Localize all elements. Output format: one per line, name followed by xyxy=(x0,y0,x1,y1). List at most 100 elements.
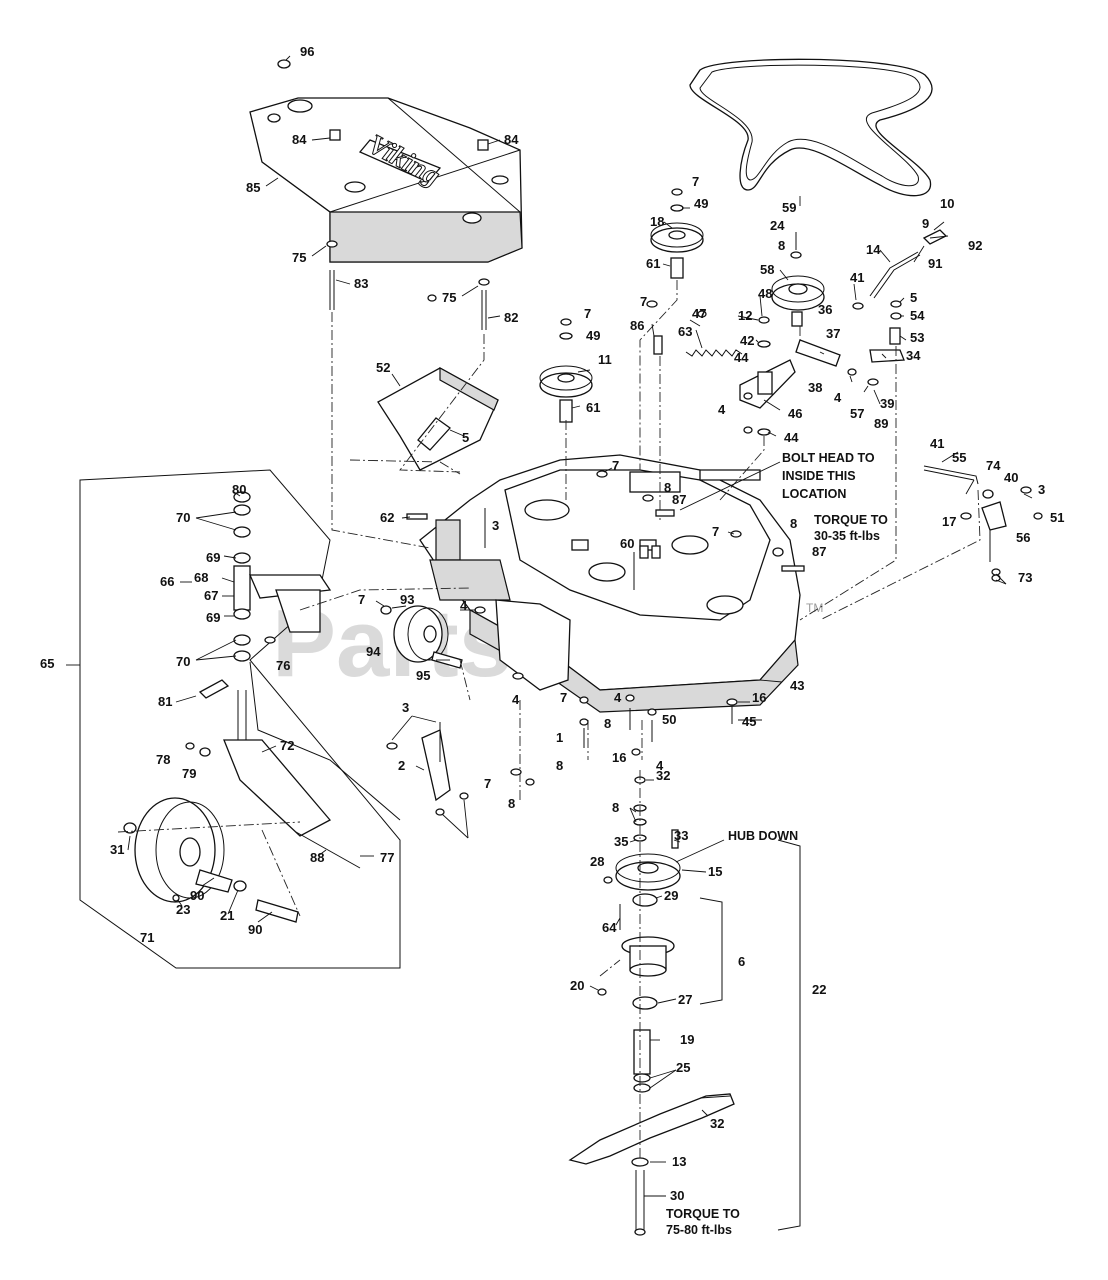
callout-75a: 75 xyxy=(292,250,306,265)
callout-4a: 4 xyxy=(834,390,842,405)
bushing-86 xyxy=(653,335,663,355)
callout-14: 14 xyxy=(866,242,881,257)
callout-66: 66 xyxy=(160,574,174,589)
callout-58: 58 xyxy=(760,262,774,277)
deck-wheel-94 xyxy=(380,605,463,669)
callout-89a: 89 xyxy=(874,416,888,431)
callout-8d: 4 xyxy=(614,690,622,705)
callout-7c: 7 xyxy=(584,306,591,321)
studs-82-83 xyxy=(326,240,490,330)
callout-88: 90 xyxy=(248,922,262,937)
leader-lines xyxy=(66,55,1033,1197)
callout-70b: 70 xyxy=(176,654,190,669)
callout-79: 79 xyxy=(182,766,196,781)
callout-42: 42 xyxy=(740,333,754,348)
callout-70a: 70 xyxy=(176,510,190,525)
callout-20: 6 xyxy=(738,954,745,969)
callout-16a: 8 xyxy=(556,758,563,773)
callout-85: 85 xyxy=(246,180,260,195)
callout-89b: 71 xyxy=(140,930,154,945)
callout-37: 37 xyxy=(826,326,840,341)
callout-15: 28 xyxy=(590,854,604,869)
spindle-assembly-19 xyxy=(615,776,801,1236)
callout-46: 46 xyxy=(788,406,802,421)
callout-4c: 4 xyxy=(460,598,468,613)
callout-61b: 61 xyxy=(586,400,600,415)
callout-6: 64 xyxy=(602,920,617,935)
callout-69b: 69 xyxy=(206,610,220,625)
callout-32a: 8 xyxy=(612,800,619,815)
callout-54: 54 xyxy=(910,308,925,323)
note-hub-down: HUB DOWN xyxy=(728,829,798,843)
callout-8c: 8 xyxy=(790,516,797,531)
callout-4b: 4 xyxy=(718,402,726,417)
callout-49a: 49 xyxy=(694,196,708,211)
callout-72: 72 xyxy=(280,738,294,753)
assembly-notes: BOLT HEAD TO INSIDE THIS LOCATION TORQUE… xyxy=(666,451,888,1237)
callout-73: 73 xyxy=(1018,570,1032,585)
callout-82: 82 xyxy=(504,310,518,325)
callout-29: 15 xyxy=(708,864,722,879)
callout-34: 34 xyxy=(906,348,921,363)
callout-32b: 25 xyxy=(676,1060,690,1075)
callout-86: 86 xyxy=(630,318,644,333)
callout-84b: 84 xyxy=(504,132,519,147)
callout-23: 90 xyxy=(190,888,204,903)
callout-16b: 4 xyxy=(656,758,664,773)
deck-cover-85: Viking xyxy=(249,97,523,263)
note-bolt-head-line1: BOLT HEAD TO xyxy=(782,451,875,465)
callout-8f: 1 xyxy=(556,730,563,745)
note-bolt-head-line3: LOCATION xyxy=(782,487,846,501)
callout-8a: 8 xyxy=(778,238,785,253)
callout-4e: 16 xyxy=(612,750,626,765)
callout-9: 9 xyxy=(922,216,929,231)
callout-25: 19 xyxy=(680,1032,694,1047)
callout-43: 45 xyxy=(742,714,756,729)
callout-36: 36 xyxy=(818,302,832,317)
callout-55: 55 xyxy=(952,450,966,465)
callout-33: 35 xyxy=(614,834,628,849)
callout-52: 52 xyxy=(376,360,390,375)
callout-7g: 4 xyxy=(512,692,520,707)
callout-7b: 7 xyxy=(640,294,647,309)
callout-5b: 5 xyxy=(462,430,469,445)
callout-12: 12 xyxy=(738,308,752,323)
note-torque-30-35-line2: 30-35 ft-lbs xyxy=(814,529,880,543)
washer-96 xyxy=(277,59,291,69)
callout-10: 10 xyxy=(940,196,954,211)
callout-7e: 7 xyxy=(712,524,719,539)
callout-74: 74 xyxy=(986,458,1001,473)
note-torque-30-35-line1: TORQUE TO xyxy=(814,513,888,527)
callout-17: 17 xyxy=(942,514,956,529)
callout-92: 92 xyxy=(968,238,982,253)
hardware xyxy=(264,294,1043,996)
callout-8g: 7 xyxy=(484,776,491,791)
callout-56: 56 xyxy=(1016,530,1030,545)
callout-94: 94 xyxy=(366,644,381,659)
callout-45: 16 xyxy=(752,690,766,705)
callout-59: 59 xyxy=(782,200,796,215)
deflector-bracket xyxy=(495,599,571,691)
note-torque-75-80-line1: TORQUE TO xyxy=(666,1207,740,1221)
callout-75b: 75 xyxy=(442,290,456,305)
callout-93: 93 xyxy=(400,592,414,607)
callout-76: 76 xyxy=(276,658,290,673)
callout-2: 2 xyxy=(398,758,405,773)
callout-87a: 87 xyxy=(672,492,686,507)
callout-83: 83 xyxy=(354,276,368,291)
callout-1: 43 xyxy=(790,678,804,693)
callout-81: 81 xyxy=(158,694,172,709)
callout-39: 39 xyxy=(880,396,894,411)
callout-22: 27 xyxy=(678,992,692,1007)
callout-62: 62 xyxy=(380,510,394,525)
callout-80: 80 xyxy=(232,482,246,497)
callout-77: 88 xyxy=(310,850,324,865)
bracket-2 xyxy=(421,729,451,802)
assembly-lines xyxy=(117,280,981,1160)
note-bolt-head-line2: INSIDE THIS xyxy=(782,469,856,483)
idler-pulley-58 xyxy=(771,232,825,327)
callout-27: 20 xyxy=(570,978,584,993)
callout-18: 18 xyxy=(650,214,664,229)
callout-57: 57 xyxy=(850,406,864,421)
